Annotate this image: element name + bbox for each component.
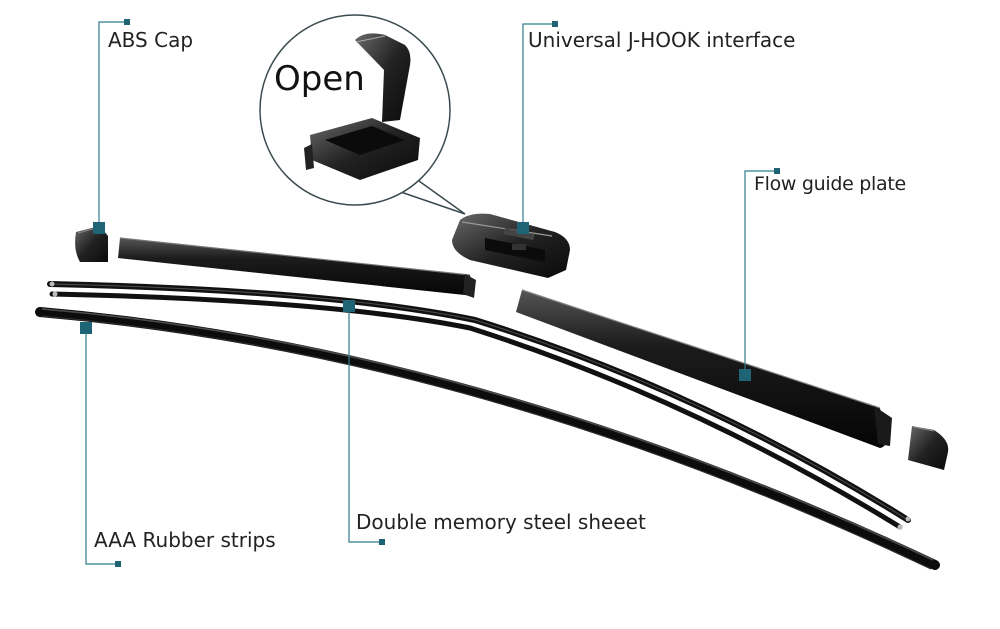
flow-guide-anchor-marker <box>739 369 751 381</box>
steel-sheet-anchor-marker <box>343 300 355 312</box>
steel-sheet <box>47 281 911 530</box>
opened-adapter-illustration <box>304 33 420 180</box>
rubber-strips-label: AAA Rubber strips <box>94 528 276 552</box>
rubber-strip-anchor-marker <box>80 322 92 334</box>
abs-cap-label: ABS Cap <box>108 28 194 52</box>
abs-cap-end-marker <box>124 19 130 25</box>
abs-cap-anchor-marker <box>93 222 105 234</box>
leader-lines <box>85 21 777 565</box>
open-label: Open <box>274 59 365 99</box>
j-hook-end-marker <box>552 21 558 27</box>
j-hook-label: Universal J-HOOK interface <box>528 28 796 52</box>
left-flow-guide-plate <box>118 237 476 298</box>
rubber-strip <box>35 307 940 570</box>
leader-markers <box>80 19 780 567</box>
rubber-strip-end-marker <box>115 561 121 567</box>
right-abs-cap <box>908 426 949 470</box>
flow-guide-label: Flow guide plate <box>754 173 906 195</box>
right-flow-guide-plate <box>516 289 892 448</box>
open-callout <box>259 14 466 215</box>
steel-sheet-end-marker <box>379 539 385 545</box>
steel-sheet-label: Double memory steel sheeet <box>356 510 646 534</box>
j-hook-adapter <box>452 213 570 278</box>
j-hook-anchor-marker <box>517 222 529 234</box>
flow-guide-end-marker <box>774 168 780 174</box>
